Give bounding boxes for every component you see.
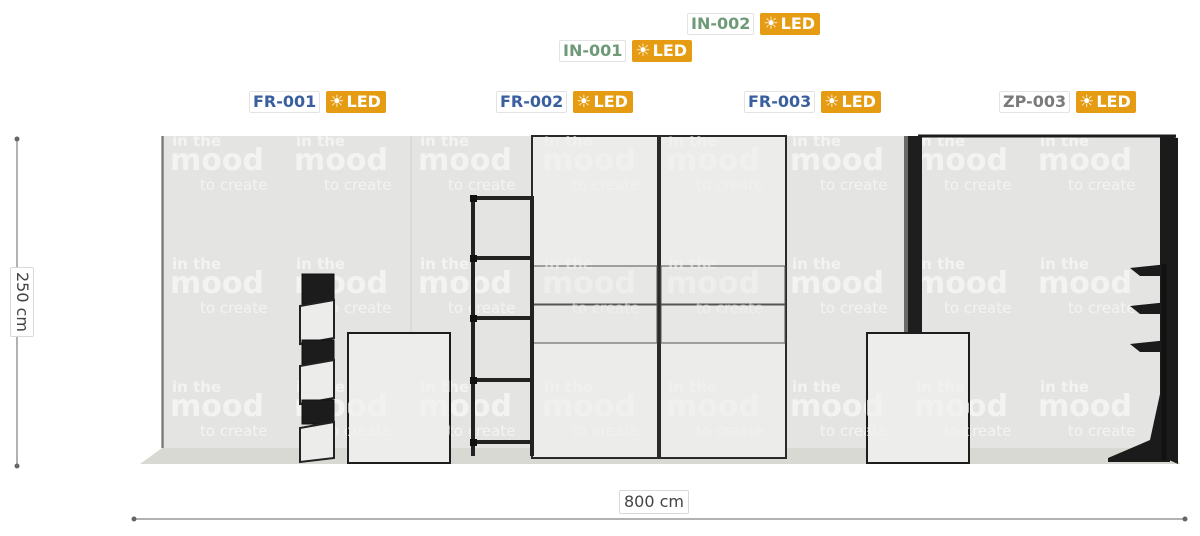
led-badge: ☀LED — [573, 91, 633, 113]
label-fr-003[interactable]: FR-003 ☀LED — [744, 90, 881, 114]
sun-icon: ☀ — [635, 41, 651, 61]
code-tag: IN-002 — [687, 13, 755, 35]
code-tag: ZP-003 — [999, 91, 1071, 113]
label-in-002[interactable]: IN-002 ☀LED — [687, 12, 821, 36]
pipe-rack — [471, 196, 534, 456]
code-tag: FR-003 — [744, 91, 816, 113]
led-badge: ☀LED — [632, 40, 693, 62]
code-tag: IN-001 — [559, 40, 627, 62]
led-badge: ☀LED — [760, 13, 821, 35]
label-fr-001[interactable]: FR-001 ☀LED — [249, 90, 386, 114]
led-badge: ☀LED — [1076, 91, 1136, 113]
code-tag: FR-002 — [496, 91, 568, 113]
label-fr-002[interactable]: FR-002 ☀LED — [496, 90, 633, 114]
sun-icon: ☀ — [1079, 92, 1095, 112]
label-in-001[interactable]: IN-001 ☀LED — [559, 39, 693, 63]
sun-icon: ☀ — [824, 92, 840, 112]
brochure-stand — [299, 273, 335, 464]
label-zp-003[interactable]: ZP-003 ☀LED — [999, 90, 1136, 114]
sun-icon: ☀ — [576, 92, 592, 112]
code-tag: FR-001 — [249, 91, 321, 113]
sun-icon: ☀ — [329, 92, 345, 112]
corner-pillar — [908, 136, 922, 332]
led-badge: ☀LED — [821, 91, 881, 113]
width-label: 800 cm — [619, 490, 690, 514]
wall-shelves — [1108, 264, 1170, 462]
sun-icon: ☀ — [763, 14, 779, 34]
height-label: 250 cm — [10, 266, 35, 338]
led-badge: ☀LED — [326, 91, 386, 113]
